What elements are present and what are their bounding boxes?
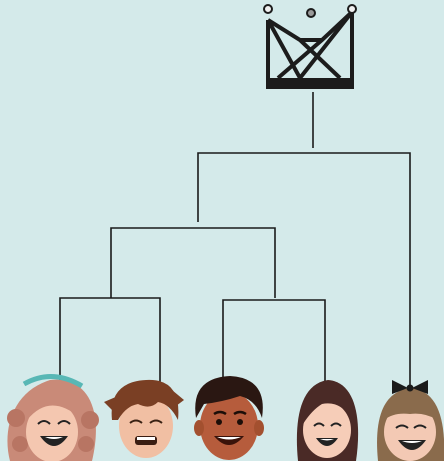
semi-bracket xyxy=(111,228,275,298)
dark-hair-boy-face-icon xyxy=(194,376,264,460)
crown-icon xyxy=(264,5,356,89)
bow-bangs-girl-face-icon xyxy=(377,380,444,461)
dark-hair-girl-face-icon xyxy=(297,380,358,461)
curly-hair-girl-face-icon xyxy=(7,376,99,461)
bracket-lines xyxy=(60,92,410,400)
final-bracket xyxy=(198,153,410,392)
messy-hair-boy-face-icon xyxy=(104,380,184,458)
